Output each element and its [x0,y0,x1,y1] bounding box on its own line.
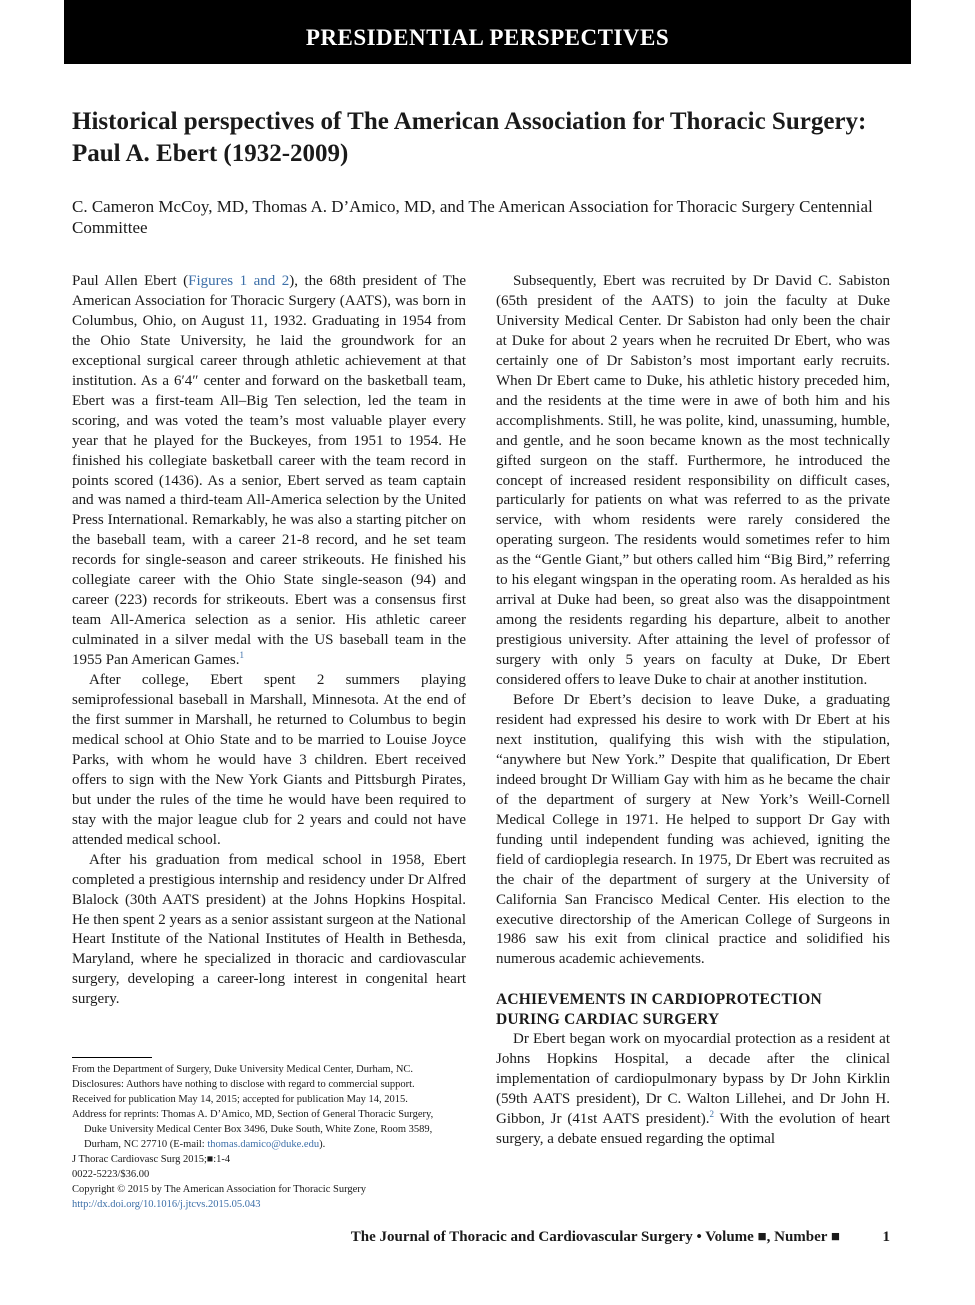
footer-journal: The Journal of Thoracic and Cardiovascul… [350,1229,840,1245]
doi-link[interactable]: http://dx.doi.org/10.1016/j.jtcvs.2015.0… [72,1199,261,1210]
reference-1-link[interactable]: 1 [239,650,244,661]
article-title: Historical perspectives of The American … [72,108,867,167]
footnote-citation: J Thorac Cardiovasc Surg 2015;■:1-4 [72,1154,231,1165]
paragraph-text: Dr Ebert began work on myocardial protec… [496,1031,890,1128]
footnote-copyright: Copyright © 2015 by The American Associa… [72,1184,367,1195]
section-banner: PRESIDENTIAL PERSPECTIVES [64,0,911,64]
figures-link[interactable]: Figures 1 and 2 [188,273,290,289]
address-text: ). [319,1139,326,1150]
reference-2-link[interactable]: 2 [709,1109,715,1120]
section-heading: ACHIEVEMENTS IN CARDIOPROTECTION DURING … [496,991,822,1029]
paragraph-4: Subsequently, Ebert was recruited by Dr … [496,273,890,689]
right-column: Subsequently, Ebert was recruited by Dr … [496,272,890,1150]
paragraph-text: ), the 68th president of The American As… [72,273,466,669]
paragraph-1: Paul Allen Ebert (Figures 1 and 2), the … [72,272,466,671]
paragraph-3: After his graduation from medical school… [72,851,466,1008]
footnote-address-line: Duke University Medical Center Box 3496,… [84,1124,433,1135]
paragraph-2: After college, Ebert spent 2 summers pla… [72,672,466,848]
footnote-affiliation: From the Department of Surgery, Duke Uni… [72,1064,414,1075]
footnote-received: Received for publication May 14, 2015; a… [72,1094,408,1105]
article-authors: C. Cameron McCoy, MD, Thomas A. D’Amico,… [72,197,873,237]
address-text: Durham, NC 27710 (E-mail: [84,1139,208,1150]
paragraph-text: With the evolution of heart surgery, a d… [496,1111,890,1148]
footnotes: From the Department of Surgery, Duke Uni… [72,1062,472,1212]
paragraph-6: Dr Ebert began work on myocardial protec… [496,1030,890,1150]
footnote-disclosures: Disclosures: Authors have nothing to dis… [72,1079,415,1090]
footnote-divider [72,1057,152,1058]
footnote-issn: 0022-5223/$36.00 [72,1169,150,1180]
paragraph-5: Before Dr Ebert’s decision to leave Duke… [496,692,890,968]
footnote-address: Address for reprints: Thomas A. D’Amico,… [72,1109,434,1120]
footnote-address-line: Durham, NC 27710 (E-mail: thomas.damico@… [72,1137,472,1152]
email-link[interactable]: thomas.damico@duke.edu [207,1139,320,1150]
left-column: Paul Allen Ebert (Figures 1 and 2), the … [72,272,466,1010]
paragraph-text: Paul Allen Ebert ( [72,273,189,289]
page-number: 1 [882,1229,891,1245]
